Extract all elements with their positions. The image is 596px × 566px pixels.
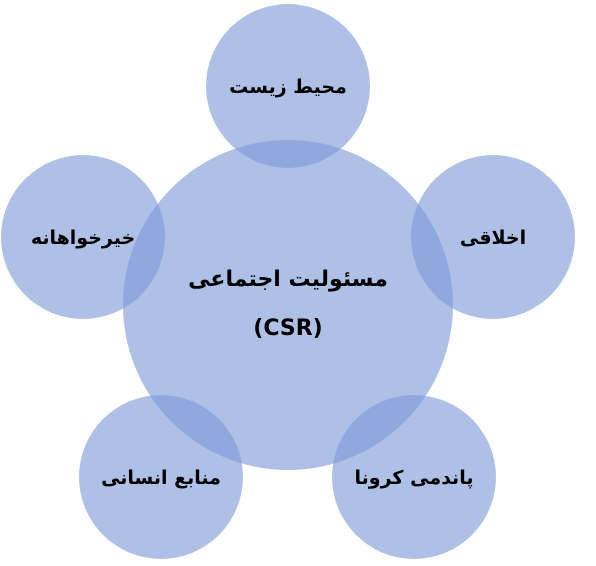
center-subtitle: (CSR) xyxy=(253,316,322,341)
center-title: مسئولیت اجتماعی xyxy=(188,267,388,292)
node-circle-ethical xyxy=(411,155,575,319)
node-label-environment: محیط زیست xyxy=(229,76,347,98)
node-label-human-resources: منابع انسانی xyxy=(101,467,221,489)
node-label-philanthropy: خیرخواهانه xyxy=(31,227,135,249)
center-circle xyxy=(123,140,453,470)
node-label-ethical: اخلاقی xyxy=(460,227,526,249)
node-circle-philanthropy xyxy=(1,155,165,319)
node-circle-environment xyxy=(206,4,370,168)
node-label-pandemic: پاندمی کرونا xyxy=(355,467,474,489)
